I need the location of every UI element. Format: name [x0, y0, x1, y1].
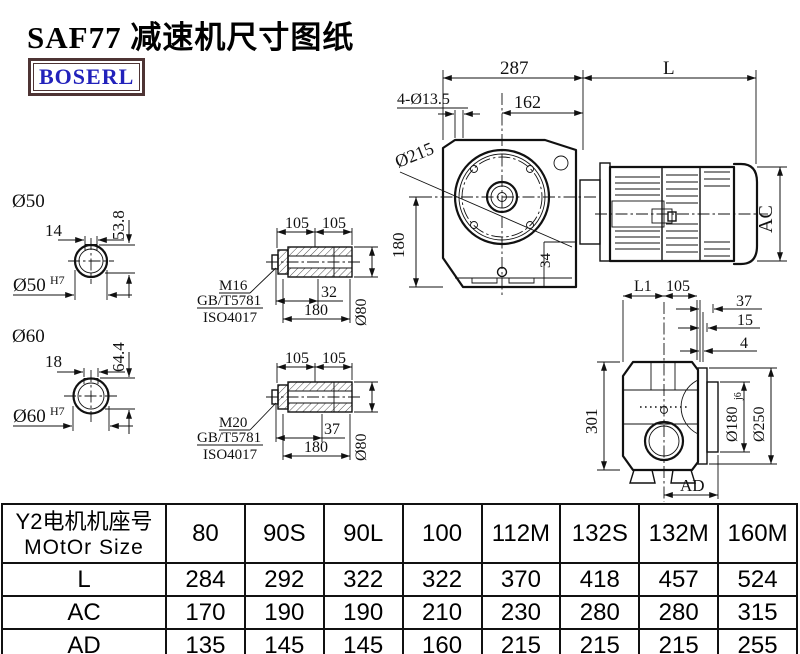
dim-180-front: 180 — [389, 233, 408, 259]
sleeve-m20-view: 105 105 M20 GB/T5781 ISO4017 37 180 Ø80 — [197, 350, 378, 463]
col-header-132m: 132M — [638, 503, 720, 564]
dim-301: 301 — [582, 409, 601, 435]
label-gbt5781: GB/T5781 — [197, 293, 261, 309]
motor-size-header: Y2电机机座号 MOtOr Size — [1, 503, 167, 564]
table-cell: 292 — [243, 562, 325, 597]
table-row-L: L 284 292 322 322 370 418 457 524 — [1, 562, 798, 597]
sleeve-m16-view: 105 105 M16 GB/T5781 ISO4017 32 180 Ø80 — [197, 215, 378, 326]
row-label-AD: AD — [1, 628, 167, 654]
table-cell: 145 — [243, 628, 325, 654]
table-cell: 280 — [638, 595, 720, 630]
dim-34: 34 — [538, 253, 554, 269]
label-iso4017-2: ISO4017 — [203, 447, 258, 463]
table-cell: 280 — [559, 595, 641, 630]
table-cell: 190 — [322, 595, 404, 630]
table-cell: 284 — [165, 562, 246, 597]
dim-32: 32 — [321, 284, 337, 301]
table-cell: 230 — [480, 595, 562, 630]
col-header-132s: 132S — [559, 503, 641, 564]
motor-size-header-en: MOtOr Size — [24, 535, 144, 559]
table-cell: 145 — [322, 628, 404, 654]
brand-logo: BOSERL — [28, 58, 146, 96]
table-cell: 215 — [480, 628, 562, 654]
dim-53-8: 53.8 — [109, 210, 128, 240]
table-header-row: Y2电机机座号 MOtOr Size 80 90S 90L 100 112M 1… — [1, 503, 798, 564]
label-gbt5781-2: GB/T5781 — [197, 430, 261, 446]
brand-logo-text: BOSERL — [33, 63, 141, 91]
table-cell: 215 — [559, 628, 641, 654]
table-cell: 190 — [243, 595, 325, 630]
dim-15-side: 15 — [737, 312, 753, 329]
side-view: L1 105 37 15 4 — [582, 278, 777, 502]
dim-18: 18 — [45, 352, 62, 371]
col-header-90l: 90L — [322, 503, 404, 564]
table-cell: 215 — [638, 628, 720, 654]
table-cell: 524 — [717, 562, 798, 597]
table-cell: 322 — [401, 562, 483, 597]
table-cell: 315 — [717, 595, 798, 630]
dim-AC: AC — [755, 205, 777, 233]
table-cell: 160 — [401, 628, 483, 654]
dim-d50: Ø50 — [12, 191, 45, 212]
dim-d180-tol: j6 — [733, 392, 744, 401]
label-iso4017: ISO4017 — [203, 310, 258, 326]
label-m20: M20 — [219, 415, 247, 431]
dim-37-side: 37 — [736, 293, 752, 310]
dim-37-sleeve: 37 — [324, 421, 340, 438]
dim-105-side: 105 — [666, 278, 690, 295]
row-label-AC: AC — [1, 595, 167, 630]
table-cell: 170 — [165, 595, 246, 630]
col-header-112m: 112M — [480, 503, 562, 564]
col-header-90s: 90S — [243, 503, 325, 564]
dim-AD: AD — [680, 476, 705, 495]
dim-d80-2: Ø80 — [353, 433, 370, 461]
table-cell: 210 — [401, 595, 483, 630]
dim-d60h7-tol: H7 — [50, 404, 65, 418]
page-title: SAF77 减速机尺寸图纸 — [27, 20, 355, 55]
dim-L: L — [663, 58, 675, 79]
dim-d60: Ø60 — [12, 326, 45, 347]
shaft-section-50-view: Ø50 14 53.8 Ø50 H7 — [12, 191, 135, 300]
dim-105a: 105 — [285, 215, 309, 232]
table-cell: 255 — [717, 628, 798, 654]
dim-d50h7-tol: H7 — [50, 273, 65, 287]
table-cell: 370 — [480, 562, 562, 597]
dimension-table: Y2电机机座号 MOtOr Size 80 90S 90L 100 112M 1… — [1, 503, 798, 654]
table-cell: 418 — [559, 562, 641, 597]
dim-d80: Ø80 — [353, 298, 370, 326]
shaft-section-60-view: Ø60 18 64.4 Ø60 H7 — [12, 326, 135, 434]
dim-105b: 105 — [322, 215, 346, 232]
col-header-80: 80 — [165, 503, 246, 564]
dim-d180: Ø180 — [724, 406, 741, 442]
dim-d215: Ø215 — [392, 138, 437, 172]
motor-size-header-cn: Y2电机机座号 — [15, 508, 153, 534]
dim-4-side: 4 — [740, 335, 748, 352]
dim-d250: Ø250 — [751, 406, 768, 442]
dim-4xd13-5: 4-Ø13.5 — [397, 91, 450, 108]
dim-105b-2: 105 — [322, 350, 346, 367]
dim-180-sleeve2: 180 — [304, 439, 328, 456]
table-cell: 135 — [165, 628, 246, 654]
table-cell: 457 — [638, 562, 720, 597]
dim-180-sleeve: 180 — [304, 302, 328, 319]
dim-L1: L1 — [634, 278, 652, 295]
col-header-100: 100 — [401, 503, 483, 564]
dim-d50h7: Ø50 — [13, 275, 46, 296]
dim-162: 162 — [514, 92, 541, 112]
table-row-AC: AC 170 190 190 210 230 280 280 315 — [1, 595, 798, 630]
col-header-160m: 160M — [717, 503, 798, 564]
dim-d60h7: Ø60 — [13, 406, 46, 427]
row-label-L: L — [1, 562, 167, 597]
dim-14: 14 — [45, 221, 63, 240]
dim-105a-2: 105 — [285, 350, 309, 367]
front-view: 287 L 4-Ø13.5 162 Ø215 — [389, 58, 787, 295]
table-row-AD: AD 135 145 145 160 215 215 215 255 — [1, 628, 798, 654]
dim-64-4: 64.4 — [109, 342, 128, 372]
technical-drawing: Ø50 14 53.8 Ø50 H7 Ø60 18 64.4 Ø60 H7 — [12, 58, 787, 502]
table-cell: 322 — [322, 562, 404, 597]
label-m16: M16 — [219, 278, 248, 294]
dim-287: 287 — [500, 58, 529, 79]
